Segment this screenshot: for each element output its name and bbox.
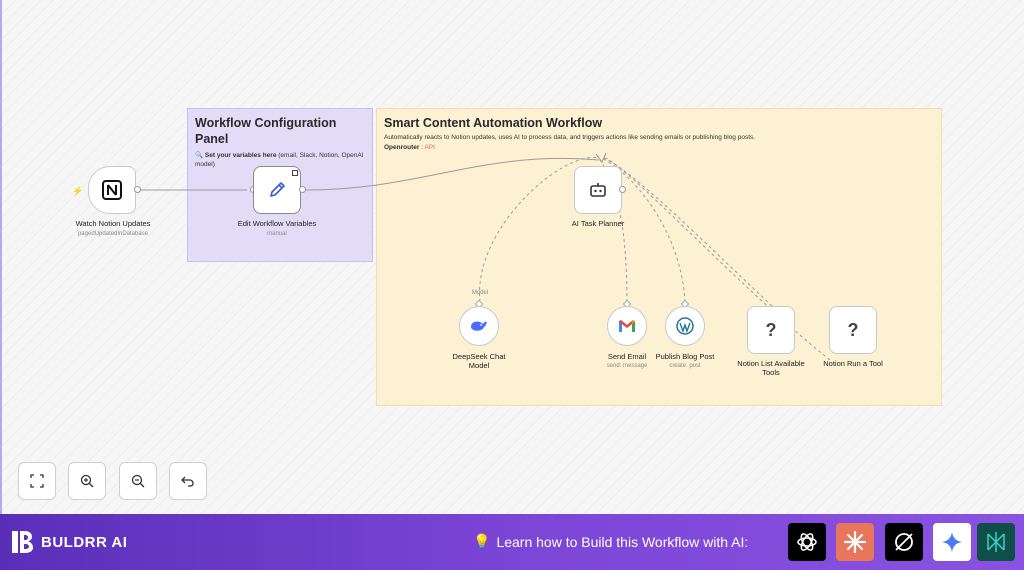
deepseek-node-label: DeepSeek Chat Model bbox=[434, 352, 524, 370]
lightning-bolt-icon: ⚡ bbox=[72, 186, 84, 196]
main-panel-meta: Openrouter : API bbox=[384, 144, 435, 151]
deepseek-label-line1: DeepSeek Chat bbox=[452, 352, 506, 361]
question-mark-icon: ? bbox=[765, 319, 777, 340]
deepseek-whale-icon bbox=[471, 321, 487, 331]
model-port-label: Model bbox=[471, 290, 489, 296]
main-panel-title: Smart Content Automation Workflow bbox=[384, 116, 603, 130]
edit-node-sublabel: manual bbox=[267, 231, 287, 237]
config-desc-bold: Set your variables here bbox=[204, 152, 277, 159]
undo-icon bbox=[181, 476, 194, 487]
watch-notion-updates-node[interactable] bbox=[88, 166, 136, 214]
undo-button[interactable] bbox=[169, 462, 207, 500]
config-panel-description: 🔍 Set your variables here (email, Slack,… bbox=[195, 151, 370, 169]
send-email-node[interactable] bbox=[607, 306, 647, 346]
trigger-node-sublabel: pagedUpdatedInDatabase bbox=[77, 231, 149, 237]
planner-output-port[interactable] bbox=[619, 186, 626, 193]
question-mark-icon: ? bbox=[847, 319, 859, 340]
brand-name: BULDRR AI bbox=[41, 533, 128, 551]
meta-separator: : bbox=[419, 144, 425, 151]
notion-run-label: Notion Run a Tool bbox=[823, 359, 883, 368]
fit-view-button[interactable] bbox=[18, 462, 56, 500]
fit-view-icon bbox=[30, 474, 44, 488]
pencil-icon bbox=[270, 182, 285, 197]
trigger-output-port[interactable] bbox=[134, 186, 141, 193]
edit-output-port[interactable] bbox=[299, 186, 306, 193]
chatgpt-icon[interactable] bbox=[788, 523, 826, 561]
deepseek-label-line2: Model bbox=[468, 361, 490, 370]
notion-list-label-line2: Tools bbox=[762, 368, 780, 377]
gemini-icon[interactable] bbox=[933, 523, 971, 561]
deepseek-chat-model-node[interactable] bbox=[459, 306, 499, 346]
brand-logo[interactable]: BULDRR AI bbox=[10, 529, 127, 555]
magnifier-icon: 🔍 bbox=[195, 152, 204, 159]
notion-icon bbox=[102, 180, 122, 200]
chatgpt-glyph bbox=[797, 533, 817, 551]
config-desc-rest: (email, Slack, Notion, OpenAI model) bbox=[195, 152, 364, 168]
notion-run-tool-node[interactable]: ? bbox=[829, 306, 877, 354]
lightbulb-icon: 💡 bbox=[473, 533, 491, 549]
main-panel-description: Automatically reacts to Notion updates, … bbox=[384, 134, 756, 141]
zoom-out-button[interactable] bbox=[119, 462, 157, 500]
zoom-in-button[interactable] bbox=[68, 462, 106, 500]
config-panel-title: Workflow Configuration Panel bbox=[195, 116, 337, 146]
claude-icon[interactable] bbox=[836, 523, 874, 561]
notion-list-tools-node[interactable]: ? bbox=[747, 306, 795, 354]
gemini-glyph bbox=[942, 532, 962, 552]
publish-blog-post-node[interactable] bbox=[665, 306, 705, 346]
edit-workflow-variables-node[interactable] bbox=[253, 166, 301, 214]
claude-glyph bbox=[843, 530, 867, 554]
deepseek-icon[interactable] bbox=[977, 523, 1015, 561]
send-email-sublabel: send: message bbox=[606, 363, 648, 369]
wordpress-icon bbox=[676, 317, 694, 335]
planner-node-label: AI Task Planner bbox=[571, 219, 625, 228]
openrouter-label: Openrouter bbox=[384, 144, 420, 151]
deepseek-glyph bbox=[987, 532, 1005, 552]
notion-list-label-line1: Notion List Available bbox=[737, 359, 805, 368]
gmail-icon bbox=[619, 320, 635, 332]
publish-blog-label: Publish Blog Post bbox=[655, 352, 715, 361]
buldrr-logo-icon bbox=[12, 531, 33, 553]
zoom-out-icon bbox=[131, 474, 145, 488]
ai-task-planner-node[interactable] bbox=[574, 166, 622, 214]
learn-cta: 💡 Learn how to Build this Workflow with … bbox=[473, 533, 748, 550]
robot-icon bbox=[590, 183, 606, 197]
send-email-label: Send Email bbox=[607, 352, 647, 361]
api-link[interactable]: API bbox=[424, 144, 435, 151]
zoom-in-icon bbox=[80, 474, 94, 488]
edit-node-label: Edit Workflow Variables bbox=[237, 219, 317, 228]
perplexity-glyph bbox=[895, 533, 913, 551]
trigger-node-label: Watch Notion Updates bbox=[75, 219, 151, 228]
notion-list-label: Notion List Available Tools bbox=[724, 359, 818, 377]
learn-text: Learn how to Build this Workflow with AI… bbox=[496, 533, 749, 550]
perplexity-icon[interactable] bbox=[885, 523, 923, 561]
publish-blog-sublabel: create: post bbox=[669, 363, 701, 369]
expand-icon[interactable] bbox=[292, 170, 298, 176]
workflow-canvas[interactable]: Workflow Configuration Panel 🔍 Set your … bbox=[0, 0, 1024, 514]
